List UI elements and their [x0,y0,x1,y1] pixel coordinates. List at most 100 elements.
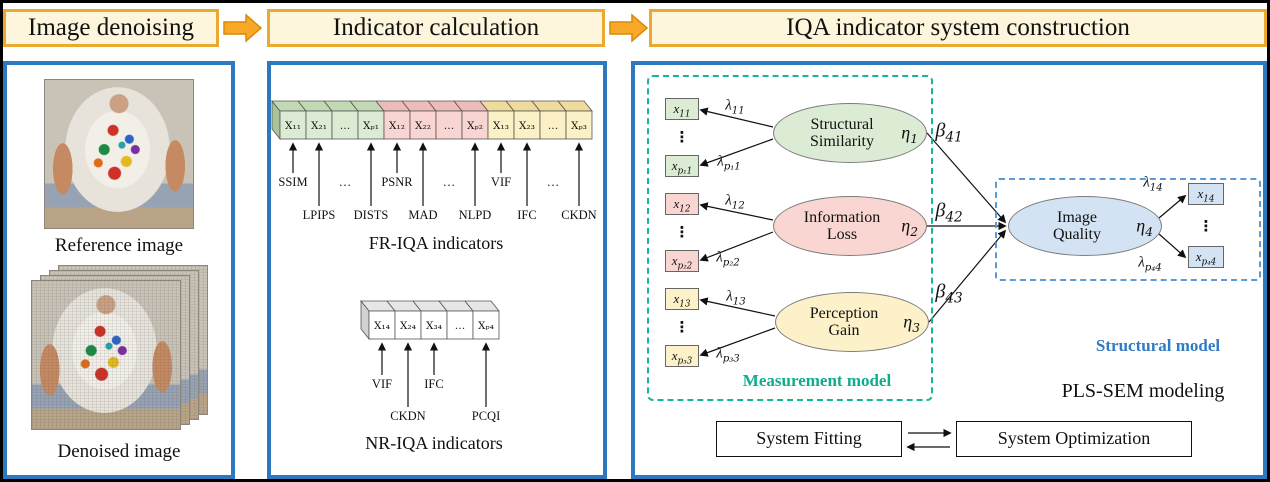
panel-iqa-construction: Measurement model Structural model PLS-S… [631,61,1267,479]
loading-arrow [699,231,774,262]
cube-cell-label: X₃₄ [426,320,442,332]
metric-label: LPIPS [303,208,336,222]
metric-label: IFC [517,208,536,222]
eta-2-label: η2 [901,215,918,240]
cube-cell-label: Xₚ₄ [478,320,494,332]
cube-front-face [435,110,463,140]
cube-cell-label: X₂₃ [519,120,535,132]
metric-label: NLPD [459,208,492,222]
nr-iqa-title: NR-IQA indicators [365,433,502,453]
indicator-box-x12: x12 [665,193,699,215]
vertical-dots: ⋮ [1198,217,1214,235]
indicator-box-x13: x13 [665,288,699,310]
cube-front-face [394,310,422,340]
cube-cell-label: … [444,120,455,132]
flow-arrow-shape [609,13,649,43]
path-arrow [928,229,1007,323]
measurement-model-box [647,75,933,401]
measurement-arrows [699,107,1187,357]
lambda-p1-label: λp₁1 [717,153,741,173]
lambda-p2-label: λp₂2 [716,249,740,269]
flow-arrow-shape [223,13,263,43]
fr-metric-labels: SSIM … PSNR … VIF … LPIPS DISTS MAD NLPD… [278,175,596,222]
structural-model-box [995,178,1261,281]
measurement-model-label: Measurement model [742,371,892,390]
metric-label: PCQI [472,409,500,423]
lambda-13-label: λ13 [726,288,746,308]
loading-arrow [699,107,774,128]
cube-cell-label: Xₚ₃ [571,120,587,132]
fr-iqa-title: FR-IQA indicators [369,233,504,253]
structural-arrows [926,132,1007,323]
reference-image-label: Reference image [54,235,184,256]
metric-label: … [547,175,560,189]
panel-indicator-calculation: X₁₁ X₂₁ … Xₚ₁ X₁₂ X₂₂ … Xₚ₂ X₁₃ X₂₃ … Xₚ… [267,61,607,479]
loading-arrow [699,297,776,317]
eta-4-label: η4 [1136,215,1153,240]
panel-header-indicator-calculation: Indicator calculation [267,9,605,47]
panel-header-image-denoising: Image denoising [3,9,219,47]
cube-front-face [472,310,500,340]
loading-arrow [1158,233,1187,259]
flow-arrow-1 [223,13,263,43]
pls-sem-modeling-label: PLS-SEM modeling [1061,380,1225,402]
indicator-box-x14: x14 [1188,183,1224,205]
beta-42-label: β42 [935,199,963,226]
indicator-box-xp1: xp₁1 [665,155,699,177]
indicator-calculation-diagram: X₁₁ X₂₁ … Xₚ₁ X₁₂ X₂₂ … Xₚ₂ X₁₃ X₂₃ … Xₚ… [271,99,597,453]
cube-cell-label: X₁₃ [493,120,509,132]
cube-front-face [513,110,541,140]
denoised-image-stack [31,265,211,431]
sem-arrows-layer [699,107,1187,452]
cube-cell-label: Xₚ₁ [363,120,379,132]
panel-image-denoising: Reference image Denoised image [3,61,235,479]
denoised-image-label: Denoised image [57,441,181,462]
loading-arrow [699,327,776,357]
beta-41-label: β41 [935,119,963,146]
flow-arrow-2 [609,13,649,43]
lambda-11-label: λ11 [725,97,745,117]
metric-label: PSNR [381,175,413,189]
metric-label: IFC [424,377,443,391]
metric-label: DISTS [354,208,389,222]
indicator-box-x11: x11 [665,98,699,120]
reference-image [44,79,194,229]
vertical-dots: ⋮ [674,128,690,146]
cube-front-face [446,310,474,340]
cube-cell-label: X₁₁ [285,120,301,132]
fr-arrows [288,142,584,206]
lambda-14-label: λ14 [1143,174,1163,194]
cube-front-face [409,110,437,140]
lambda-p4-label: λp₄4 [1138,254,1162,274]
metric-label: VIF [372,377,392,391]
metric-label: … [339,175,352,189]
cube-front-face [357,110,385,140]
lambda-p3-label: λp₃3 [716,345,740,365]
cube-cell-label: X₂₁ [311,120,327,132]
nr-arrows [377,342,491,407]
cube-front-face [565,110,593,140]
loading-arrow [699,138,774,167]
cube-cell-label: Xₚ₂ [467,120,483,132]
cube-cell-label: X₂₄ [400,320,416,332]
cube-cell-label: … [548,120,559,132]
beta-43-label: β43 [935,280,963,307]
eta-3-label: η3 [903,311,920,336]
denoised-image [31,280,181,430]
cube-cell-label: X₁₄ [374,320,390,332]
panel-header-iqa-construction: IQA indicator system construction [649,9,1267,47]
cube-front-face [539,110,567,140]
loading-arrow [1158,194,1187,219]
metric-label: MAD [408,208,437,222]
fr-cube-row: X₁₁ X₂₁ … Xₚ₁ X₁₂ X₂₂ … Xₚ₂ X₁₃ X₂₃ … Xₚ… [271,99,593,141]
cube-front-face [368,310,396,340]
